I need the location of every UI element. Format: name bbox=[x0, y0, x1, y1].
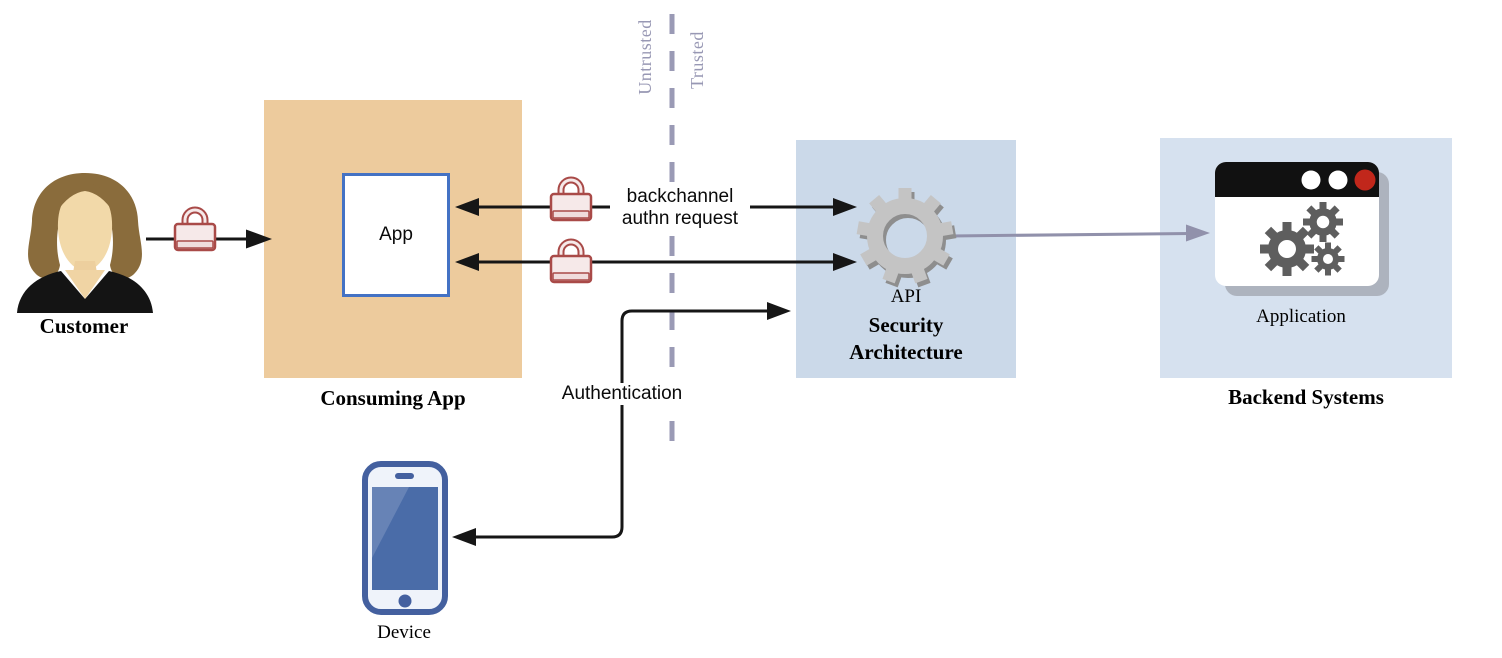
consuming-app-label: Consuming App bbox=[320, 386, 466, 410]
phone-speaker bbox=[395, 473, 414, 479]
backchannel-label-line1: backchannel bbox=[626, 186, 734, 207]
api-gear-icon bbox=[855, 186, 957, 288]
api-label: API bbox=[890, 286, 922, 307]
arrowhead-left-icon bbox=[452, 528, 476, 546]
untrusted-label: Untrusted bbox=[635, 19, 655, 95]
security-label-line1: Security bbox=[868, 313, 944, 337]
device-label: Device bbox=[377, 622, 431, 643]
phone-screen bbox=[372, 487, 438, 590]
gear-icon bbox=[1303, 202, 1343, 242]
person-icon bbox=[17, 173, 153, 313]
backend-systems-label: Backend Systems bbox=[1228, 385, 1384, 409]
backchannel-label-line2: authn request bbox=[621, 208, 739, 229]
lock-icon bbox=[173, 196, 217, 254]
window-dot-icon bbox=[1328, 170, 1348, 190]
app-node: App bbox=[342, 173, 450, 297]
backchannel-label: backchannel authn request bbox=[610, 186, 750, 230]
customer-label: Customer bbox=[39, 314, 129, 338]
gear-icon bbox=[1260, 222, 1314, 276]
customer-avatar bbox=[9, 167, 161, 313]
phone-home-button bbox=[398, 594, 412, 608]
application-label: Application bbox=[1256, 306, 1346, 327]
arrowhead-right-icon bbox=[767, 302, 791, 320]
gear-icon bbox=[1311, 242, 1345, 276]
lock-icon bbox=[549, 228, 593, 286]
window-close-dot-icon bbox=[1354, 169, 1376, 191]
smartphone-icon bbox=[361, 460, 449, 616]
app-label: App bbox=[379, 224, 413, 245]
lock-icon bbox=[549, 166, 593, 224]
trusted-label: Trusted bbox=[687, 31, 707, 89]
security-label-line2: Architecture bbox=[849, 340, 963, 364]
authentication-label: Authentication bbox=[552, 383, 692, 405]
window-dot-icon bbox=[1301, 170, 1321, 190]
window-titlebar bbox=[1215, 162, 1379, 197]
application-window-icon bbox=[1213, 160, 1395, 302]
